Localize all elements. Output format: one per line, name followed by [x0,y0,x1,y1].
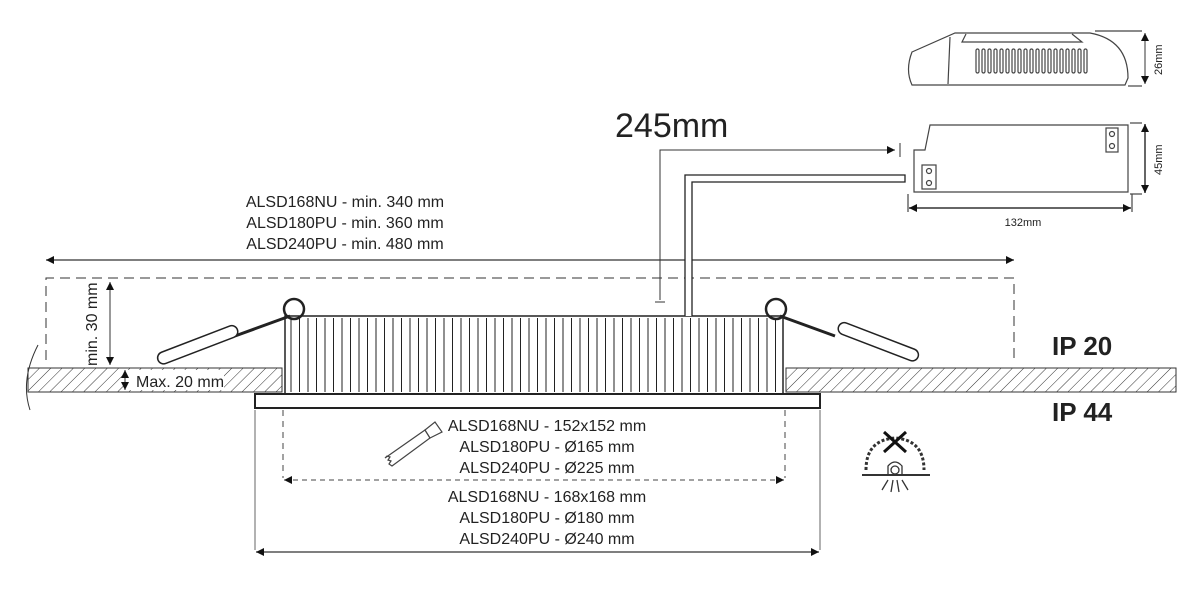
vent-slot [1011,48,1016,74]
wire-length-dimension [659,146,895,300]
spring-left [156,297,306,365]
vent-slot [999,48,1004,74]
vent-slot [975,48,980,74]
vent-slot [1083,48,1088,74]
svg-text:ALSD180PU - min. 360 mm: ALSD180PU - min. 360 mm [246,215,443,232]
vent-slot [993,48,998,74]
max-thickness-label: Max. 20 mm [136,374,224,391]
vent-slot [1017,48,1022,74]
svg-text:ALSD168NU - 168x168 mm: ALSD168NU - 168x168 mm [448,489,646,506]
outer-guides [254,410,821,550]
vent-slot [1023,48,1028,74]
bezel [254,393,821,409]
clearance-label: ALSD168NU - min. 340 mm ALSD180PU - min.… [246,194,444,253]
vent-slot [1035,48,1040,74]
vent-slot [1059,48,1064,74]
cutout-label: ALSD168NU - 152x152 mm ALSD180PU - Ø165 … [448,418,646,477]
ip-rating-bottom: IP 44 [1052,397,1113,427]
svg-text:ALSD168NU - min. 340 mm: ALSD168NU - min. 340 mm [246,194,444,211]
svg-text:ALSD240PU - Ø225 mm: ALSD240PU - Ø225 mm [459,460,634,477]
saw-icon [384,421,443,467]
vent-slot [1065,48,1070,74]
wire-length-label: 245mm [615,107,728,145]
cutout-guides [282,410,786,478]
svg-text:ALSD180PU - Ø180 mm: ALSD180PU - Ø180 mm [459,510,634,527]
driver-height-label: 26mm [1153,44,1165,75]
driver-width-label: 45mm [1153,144,1165,175]
vent-slot [1077,48,1082,74]
svg-text:ALSD168NU - 152x152 mm: ALSD168NU - 152x152 mm [448,418,646,435]
vent-slot [1071,48,1076,74]
clearance-dashed-box [45,277,1015,360]
vent-slot [1041,48,1046,74]
svg-text:ALSD240PU - min. 480 mm: ALSD240PU - min. 480 mm [246,236,443,253]
min-height-label: min. 30 mm [84,282,101,366]
heatsink [284,315,784,395]
svg-text:ALSD180PU - Ø165 mm: ALSD180PU - Ø165 mm [459,439,634,456]
driver-side-view [907,30,1142,87]
vent-slot [987,48,992,74]
driver-top-view [907,122,1142,212]
vent-slot [1029,48,1034,74]
ceiling [25,344,1177,411]
no-insulation-icon [862,430,930,493]
spring-right [764,297,920,362]
wire [684,174,906,316]
driver-length-label: 132mm [1005,217,1042,229]
vent-slot [1005,48,1010,74]
vent-slot [1053,48,1058,74]
svg-text:ALSD240PU - Ø240 mm: ALSD240PU - Ø240 mm [459,531,634,548]
ip-rating-top: IP 20 [1052,331,1112,361]
outer-label: ALSD168NU - 168x168 mm ALSD180PU - Ø180 … [448,489,646,548]
vent-slot [1047,48,1052,74]
vent-slot [981,48,986,74]
